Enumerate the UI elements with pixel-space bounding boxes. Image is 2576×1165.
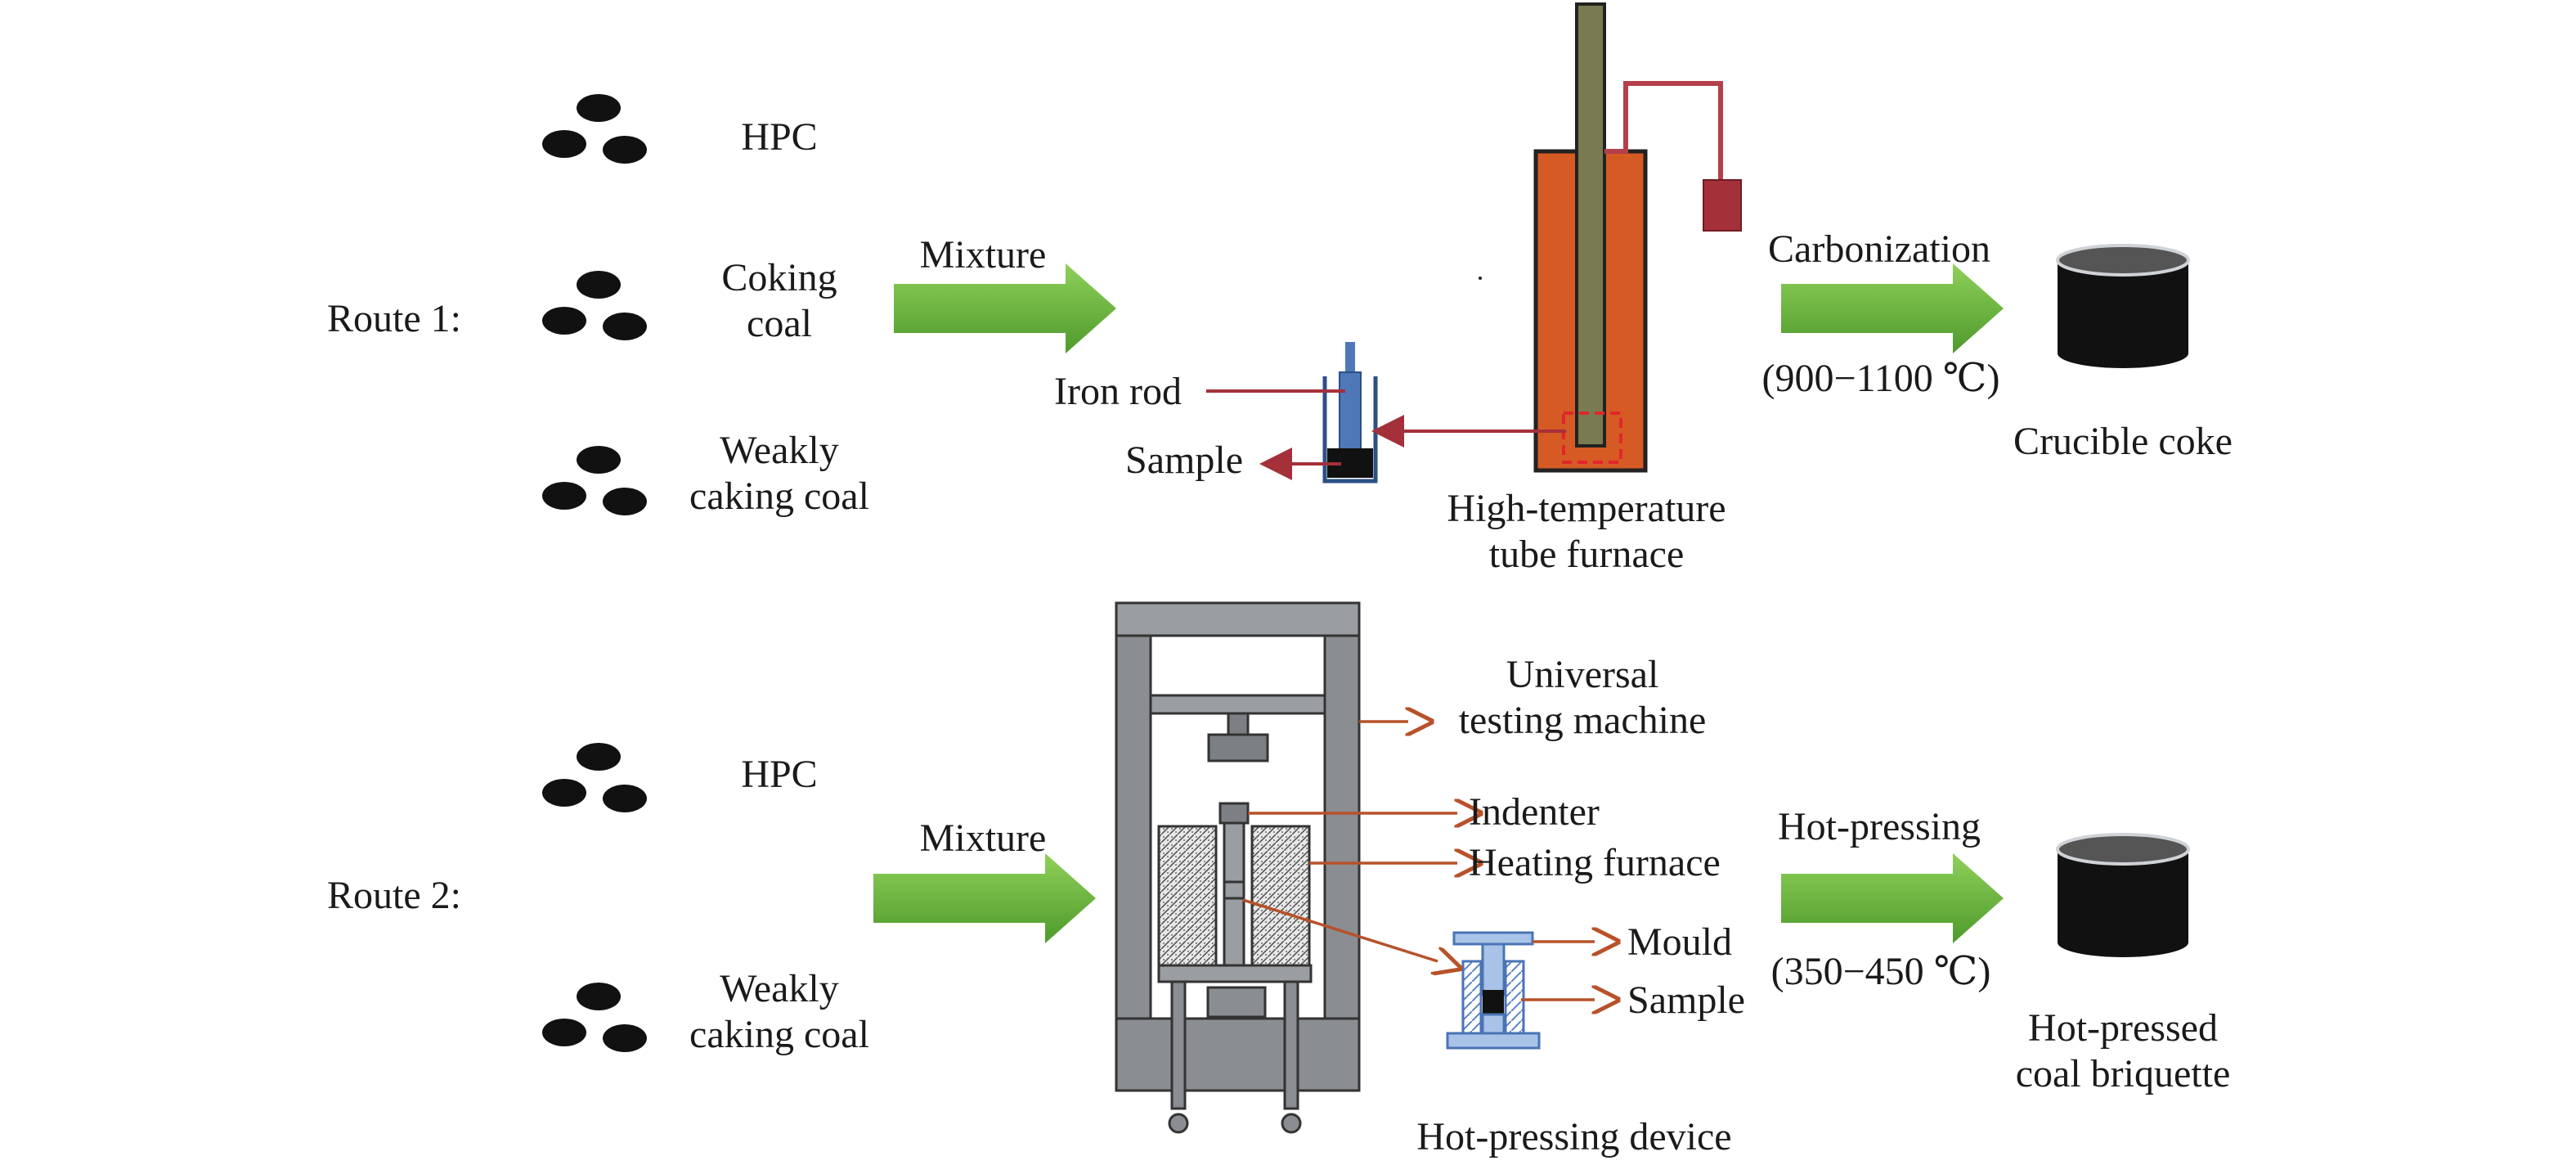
- sample-label-r2: Sample: [1627, 978, 1745, 1022]
- iron-rod-label: Iron rod: [1054, 370, 1182, 413]
- coal-briquette-icon: [2056, 833, 2190, 957]
- heating-furnace-label: Heating furnace: [1469, 841, 1721, 884]
- coal-icon-hpc-r2: [542, 743, 647, 812]
- mixture-arrow-r1: [894, 263, 1116, 353]
- hot-pressing-device: [1446, 931, 1541, 1050]
- coal-icon-weakly-r1: [542, 446, 647, 515]
- indenter-label: Indenter: [1469, 790, 1600, 834]
- coal-icon-weakly-r2: [542, 983, 647, 1052]
- hot-pressing-device-label: Hot-pressing device: [1416, 1115, 1731, 1158]
- carbonization-label: Carbonization: [1768, 227, 1990, 271]
- route2-label: Route 2:: [327, 874, 461, 917]
- mixture-label-r1: Mixture: [920, 233, 1047, 277]
- material-hpc-r1: HPC: [741, 115, 817, 159]
- callout-leaders-r2: [1242, 722, 1595, 1000]
- material-hpc-r2: HPC: [741, 753, 817, 796]
- carbonization-temperature: (900−1100 ℃): [1762, 357, 2000, 400]
- mixture-label-r2: Mixture: [920, 816, 1047, 860]
- hot-pressing-label: Hot-pressing: [1778, 805, 1981, 848]
- hot-pressing-temperature: (350−450 ℃): [1771, 950, 1991, 993]
- mixture-arrow-r2: [873, 853, 1096, 943]
- route1-label: Route 1:: [327, 297, 461, 340]
- sample-cup-r1: [1322, 342, 1378, 484]
- carbonization-arrow: [1781, 263, 2004, 353]
- crucible-coke-icon: [2056, 244, 2190, 368]
- sample-label-r1: Sample: [1125, 439, 1243, 482]
- coal-icon-coking-r1: [542, 271, 647, 340]
- hot-pressing-arrow: [1781, 853, 2004, 943]
- universal-testing-machine: [1115, 601, 1361, 1134]
- crucible-coke-label: Crucible coke: [2013, 420, 2233, 463]
- mould-label: Mould: [1627, 920, 1732, 964]
- coal-icon-hpc-r1: [542, 94, 647, 164]
- tube-furnace: [1479, 2, 1742, 473]
